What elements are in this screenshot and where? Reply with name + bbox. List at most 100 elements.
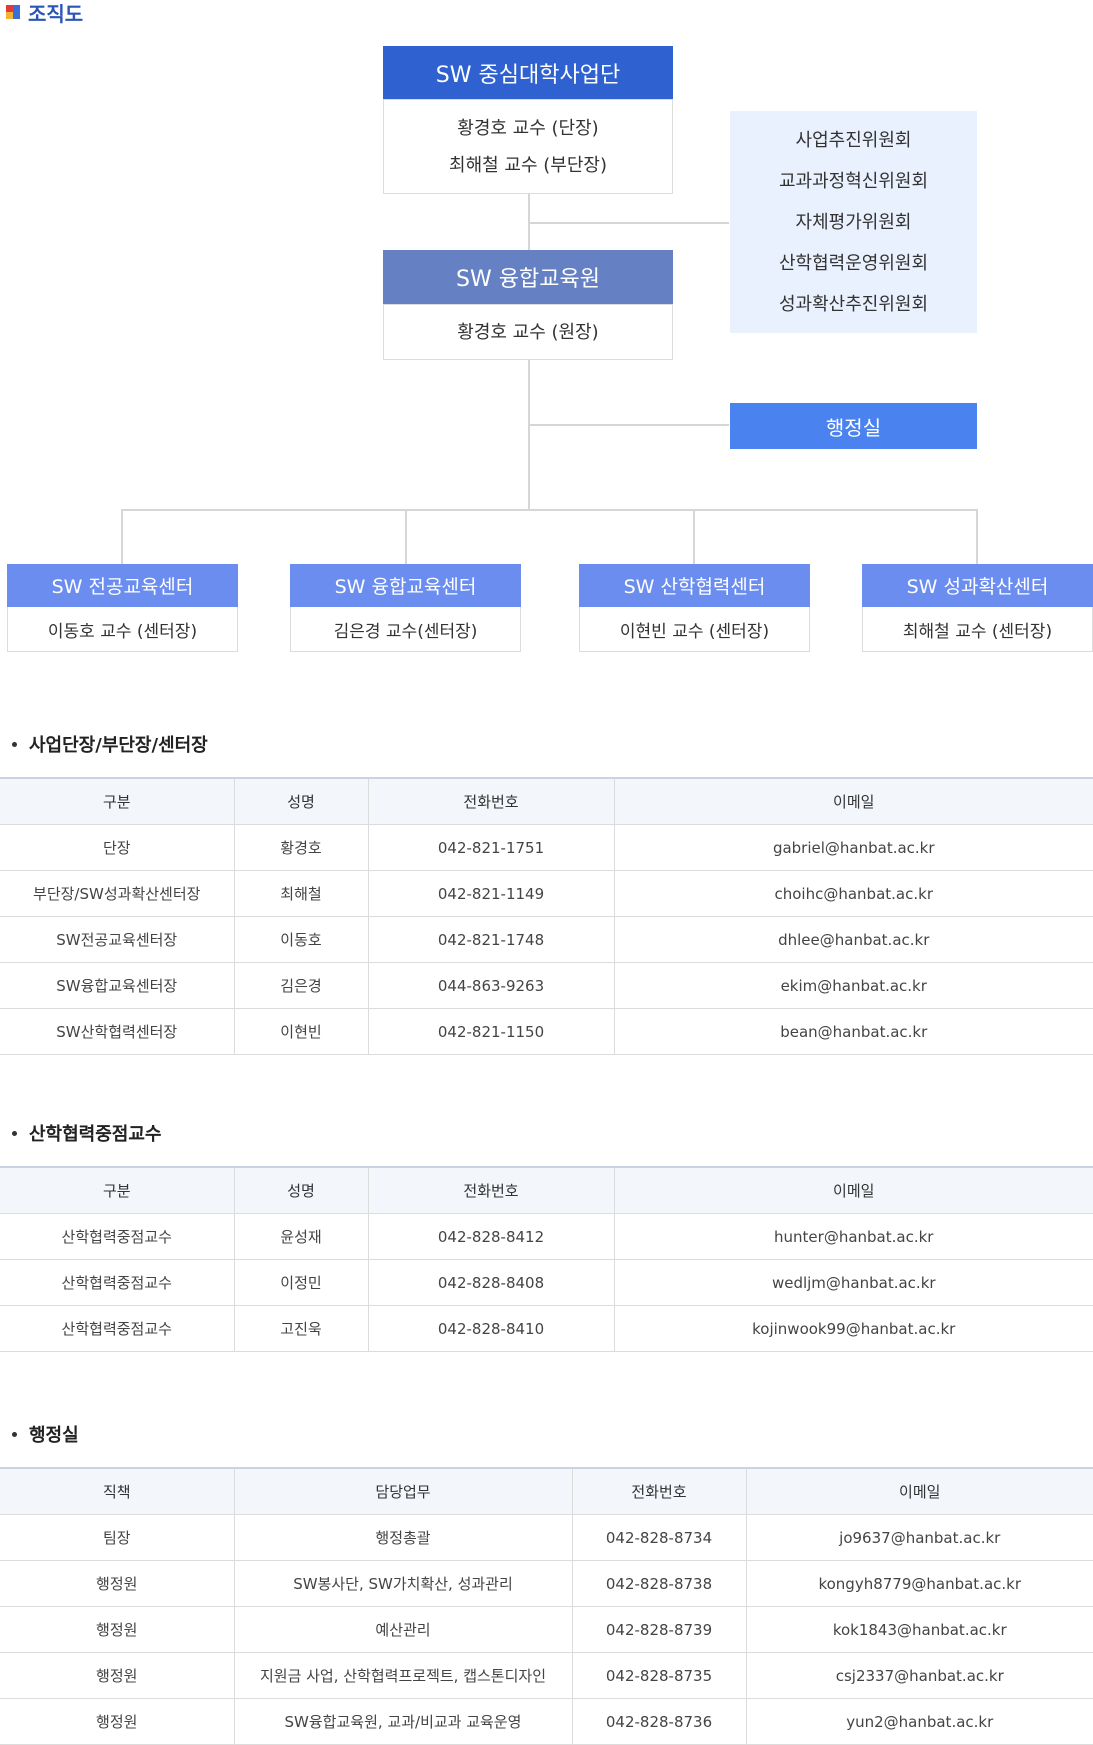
- table-cell: 044-863-9263: [367, 962, 614, 1009]
- column-header: 담당업무: [233, 1467, 572, 1515]
- table-cell: 최해철: [233, 870, 368, 917]
- table-cell: dhlee@hanbat.ac.kr: [613, 916, 1093, 963]
- table-cell: 042-828-8736: [571, 1698, 746, 1745]
- table-cell: 042-828-8412: [367, 1213, 614, 1260]
- table-cell: 행정원: [0, 1652, 234, 1699]
- table-cell: 042-828-8408: [367, 1259, 614, 1306]
- table-cell: 이동호: [233, 916, 368, 963]
- column-header: 이메일: [613, 1166, 1093, 1214]
- committee-item: 성과확산추진위원회: [778, 293, 929, 315]
- table-cell: 042-821-1149: [367, 870, 614, 917]
- org-main-title: SW 중심대학사업단: [383, 46, 673, 99]
- column-header: 이메일: [613, 777, 1093, 825]
- table-cell: kongyh8779@hanbat.ac.kr: [745, 1560, 1093, 1607]
- table-cell: 이정민: [233, 1259, 368, 1306]
- table-cell: 042-821-1748: [367, 916, 614, 963]
- table-cell: 이현빈: [233, 1008, 368, 1055]
- committee-item: 산학협력운영위원회: [778, 252, 929, 274]
- column-header: 전화번호: [367, 1166, 614, 1214]
- committee-item: 사업추진위원회: [795, 129, 912, 151]
- table-cell: 팀장: [0, 1514, 234, 1561]
- table-cell: 고진욱: [233, 1305, 368, 1352]
- table-cell: 042-828-8739: [571, 1606, 746, 1653]
- table-header-row: 직책 담당업무 전화번호 이메일: [0, 1467, 1093, 1515]
- table-header-row: 구분 성명 전화번호 이메일: [0, 1166, 1093, 1214]
- column-header: 전화번호: [571, 1467, 746, 1515]
- table-cell: 산학협력중점교수: [0, 1259, 234, 1306]
- table-cell: SW봉사단, SW가치확산, 성과관리: [233, 1560, 572, 1607]
- table-cell: csj2337@hanbat.ac.kr: [745, 1652, 1093, 1699]
- center-head-outcome: 최해철 교수 (센터장): [862, 607, 1093, 652]
- section-title-text: 행정실: [29, 1425, 79, 1446]
- org-main-leader: 황경호 교수 (단장): [457, 117, 599, 139]
- org-admin-office: 행정실: [730, 403, 977, 449]
- page-header: 조직도: [6, 0, 84, 26]
- center-head-industry: 이현빈 교수 (센터장): [579, 607, 810, 652]
- table-cell: jo9637@hanbat.ac.kr: [745, 1514, 1093, 1561]
- section-title: 사업단장/부단장/센터장: [0, 730, 208, 758]
- table-cell: 황경호: [233, 824, 368, 871]
- table-cell: wedljm@hanbat.ac.kr: [613, 1259, 1093, 1306]
- table-cell: 042-828-8410: [367, 1305, 614, 1352]
- table-cell: SW융합교육센터장: [0, 962, 234, 1009]
- center-title-major: SW 전공교육센터: [7, 564, 238, 607]
- column-header: 구분: [0, 777, 234, 825]
- table-cell: 042-821-1150: [367, 1008, 614, 1055]
- bullet-icon: [12, 1431, 17, 1437]
- column-header: 이메일: [745, 1467, 1093, 1515]
- committee-item: 자체평가위원회: [795, 211, 912, 233]
- center-head-convergence: 김은경 교수(센터장): [290, 607, 521, 652]
- table-cell: bean@hanbat.ac.kr: [613, 1008, 1093, 1055]
- table-cell: 042-828-8738: [571, 1560, 746, 1607]
- table-cell: 산학협력중점교수: [0, 1305, 234, 1352]
- table-cell: 042-828-8734: [571, 1514, 746, 1561]
- committee-list: 사업추진위원회 교과과정혁신위원회 자체평가위원회 산학협력운영위원회 성과확산…: [730, 111, 977, 333]
- section-title-text: 산학협력중점교수: [29, 1124, 162, 1145]
- table-cell: 예산관리: [233, 1606, 572, 1653]
- table-cell: 윤성재: [233, 1213, 368, 1260]
- table-cell: 042-828-8735: [571, 1652, 746, 1699]
- column-header: 구분: [0, 1166, 234, 1214]
- column-header: 직책: [0, 1467, 234, 1515]
- table-cell: ekim@hanbat.ac.kr: [613, 962, 1093, 1009]
- table-header-row: 구분 성명 전화번호 이메일: [0, 777, 1093, 825]
- table-cell: 행정원: [0, 1606, 234, 1653]
- section-title-text: 사업단장/부단장/센터장: [29, 735, 208, 756]
- table-cell: SW전공교육센터장: [0, 916, 234, 963]
- table-cell: 지원금 사업, 산학협력프로젝트, 캡스톤디자인: [233, 1652, 572, 1699]
- org-main-members: 황경호 교수 (단장) 최해철 교수 (부단장): [383, 99, 673, 194]
- org-main-deputy: 최해철 교수 (부단장): [449, 154, 607, 176]
- column-header: 성명: [233, 1166, 368, 1214]
- table-cell: 행정원: [0, 1560, 234, 1607]
- table-cell: 행정총괄: [233, 1514, 572, 1561]
- table-cell: hunter@hanbat.ac.kr: [613, 1213, 1093, 1260]
- page-title: 조직도: [28, 1, 84, 26]
- table-cell: 단장: [0, 824, 234, 871]
- bullet-icon: [12, 1130, 17, 1136]
- table-cell: yun2@hanbat.ac.kr: [745, 1698, 1093, 1745]
- center-title-convergence: SW 융합교육센터: [290, 564, 521, 607]
- center-title-outcome: SW 성과확산센터: [862, 564, 1093, 607]
- table-cell: SW산학협력센터장: [0, 1008, 234, 1055]
- table-cell: 행정원: [0, 1698, 234, 1745]
- table-cell: 산학협력중점교수: [0, 1213, 234, 1260]
- table-cell: kok1843@hanbat.ac.kr: [745, 1606, 1093, 1653]
- center-title-industry: SW 산학협력센터: [579, 564, 810, 607]
- bullet-icon: [12, 741, 17, 747]
- org-institute-director: 황경호 교수 (원장): [457, 321, 599, 343]
- center-head-major: 이동호 교수 (센터장): [7, 607, 238, 652]
- org-chart-icon: [6, 5, 20, 19]
- table-cell: 김은경: [233, 962, 368, 1009]
- section-title: 행정실: [0, 1420, 79, 1448]
